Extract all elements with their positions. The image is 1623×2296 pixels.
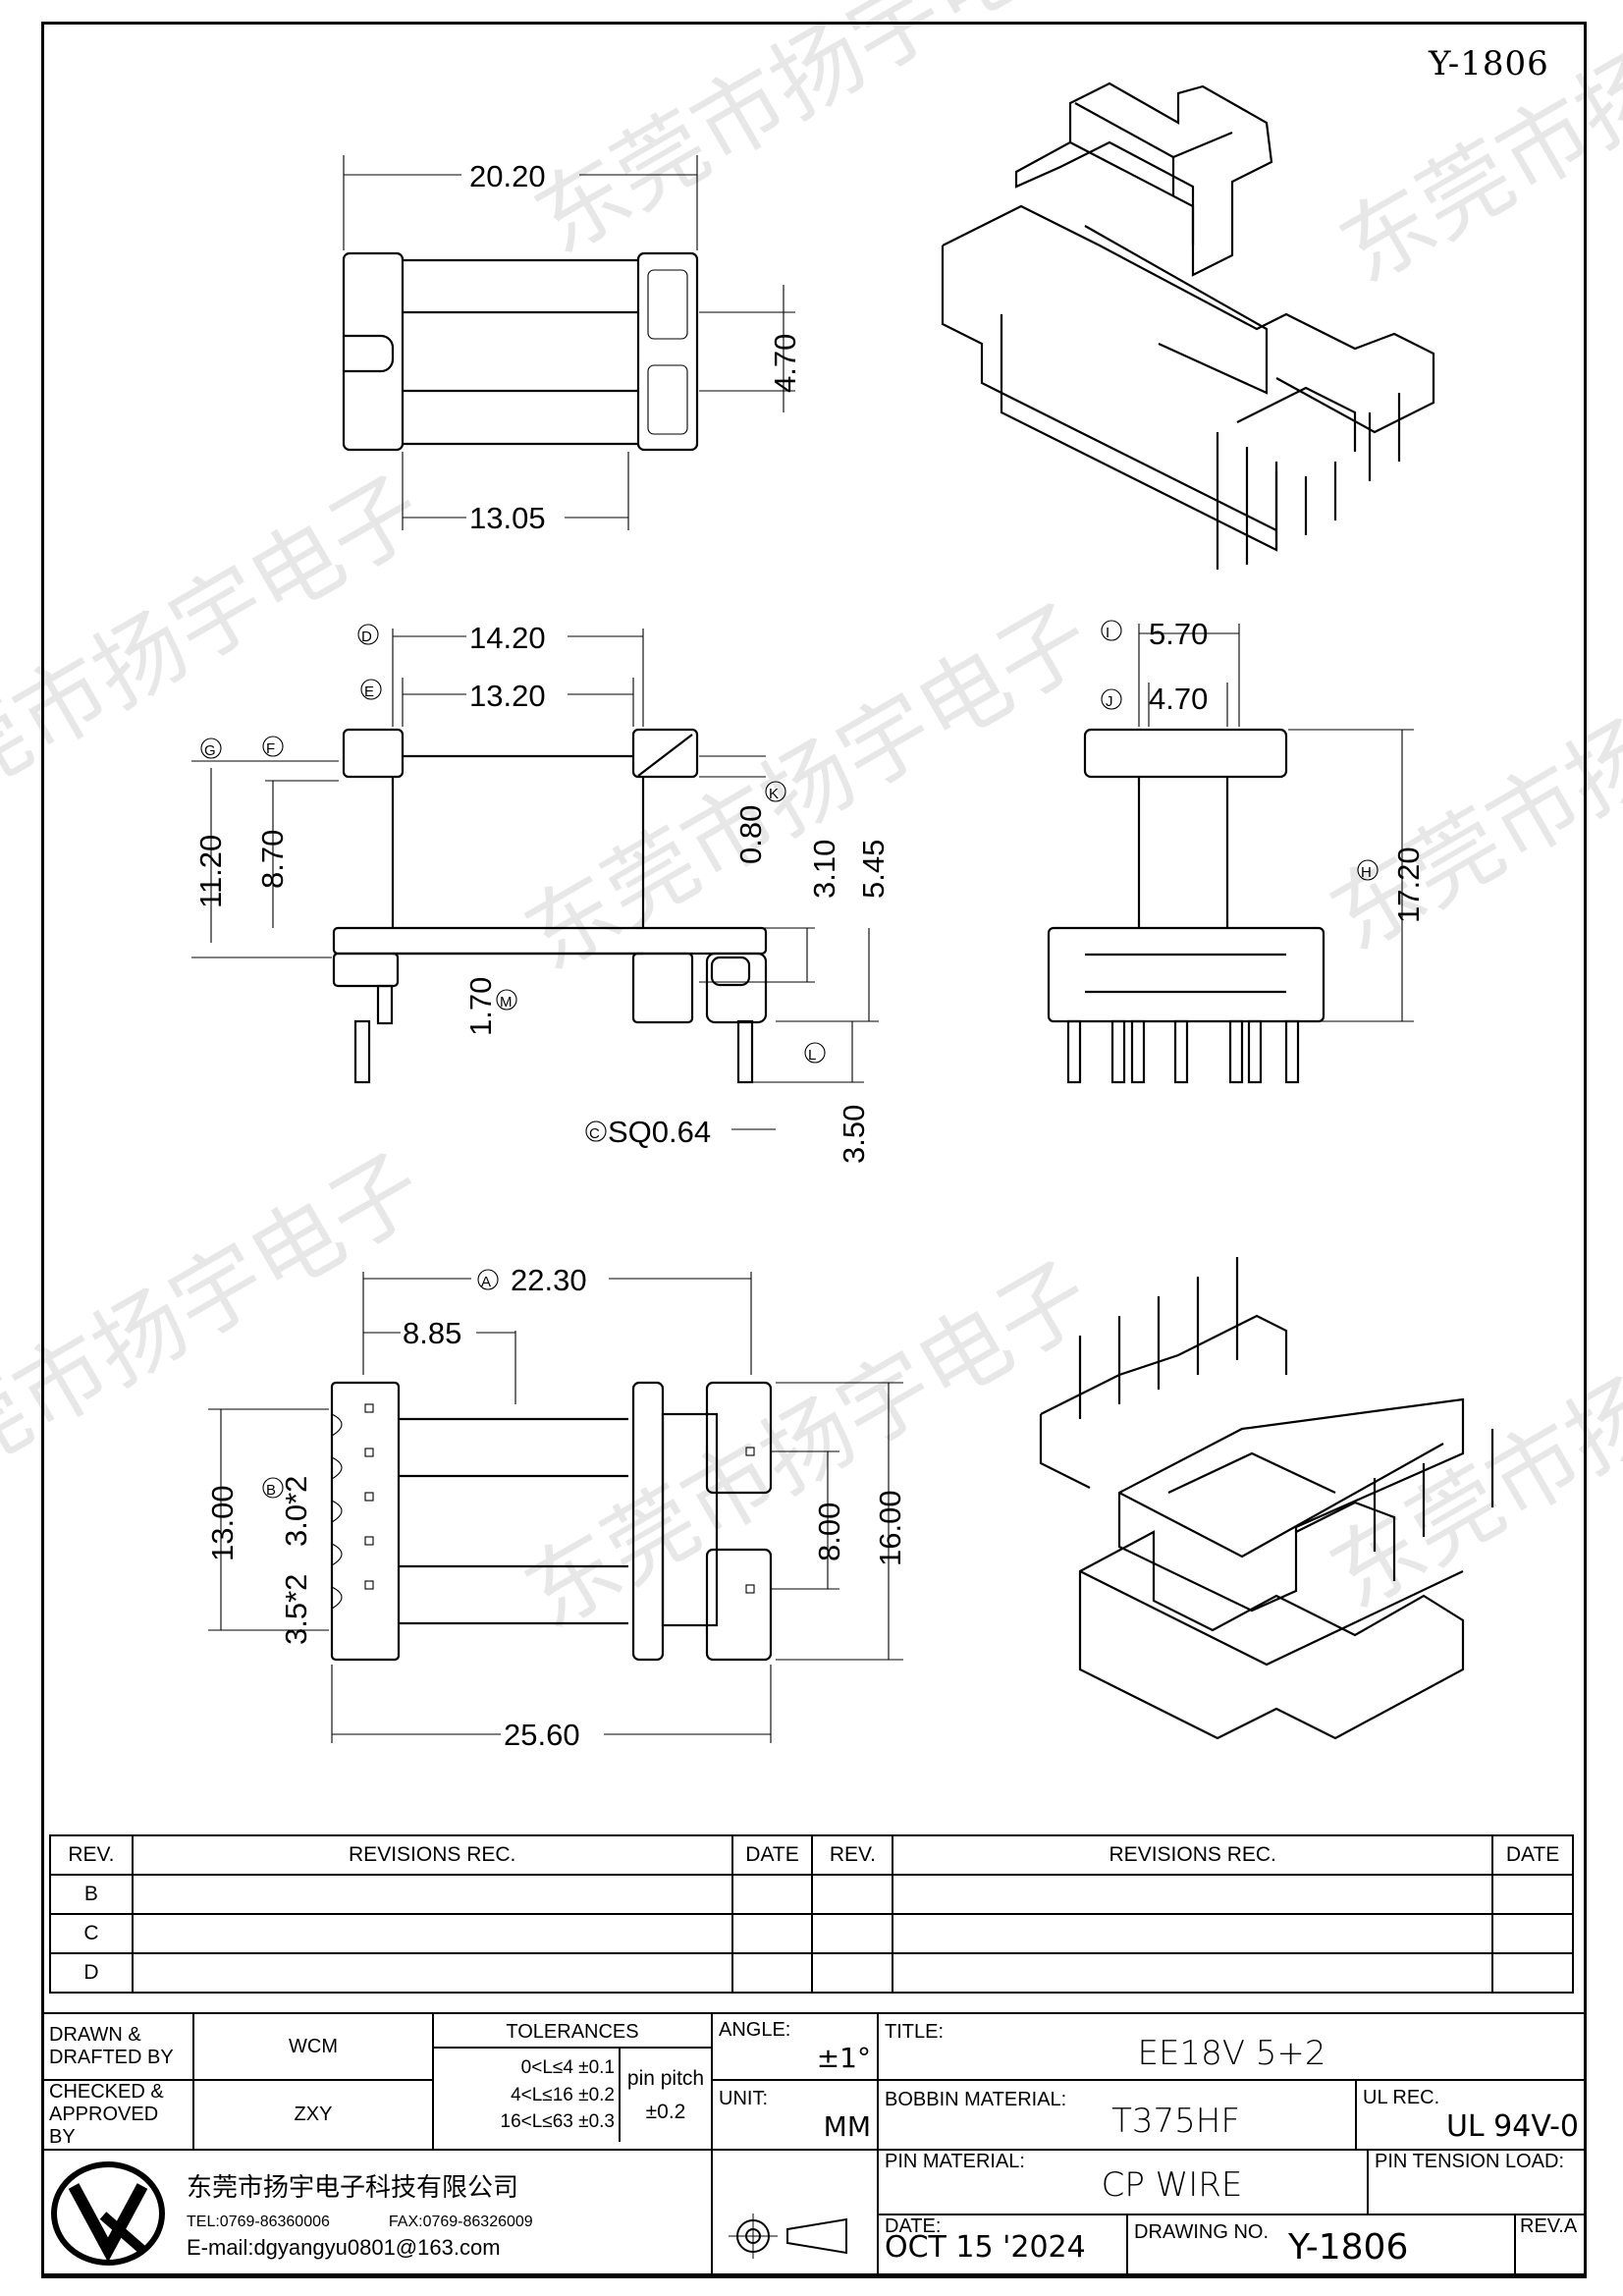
projection-symbol-icon [729,2214,847,2259]
dim-text: 13.05 [469,501,546,535]
dim-text: 14.20 [469,621,546,655]
watermark: 东莞市扬宇电子 [509,583,1109,991]
dim-text: 13.20 [469,679,546,713]
top-view: 20.20 4.70 13.05 [342,155,802,535]
title-cell: TITLE: EE18V 5+2 [877,2012,1587,2081]
angle-cell: ANGLE: ±1° [711,2012,879,2081]
dim-text: 8.70 [255,830,290,889]
unit-cell: UNIT: MM [711,2079,879,2151]
marker-i: I [1106,625,1109,641]
title-block: DRAWN & DRAFTED BY WCM TOLERANCES 0<L≤4 … [41,2012,1587,2278]
drawing-number-top: Y-1806 [1429,44,1549,83]
marker-a: A [481,1274,491,1290]
iso-view-top [941,82,1435,570]
dim-text: 1.70 [463,977,498,1036]
checked-label: CHECKED & APPROVED BY [41,2079,194,2151]
revisions-header: REVISIONS REC. [131,1834,733,1876]
dim-text: 17.20 [1391,847,1426,923]
rev-header: REV. [811,1834,894,1876]
revisions-table: REV. REVISIONS REC. DATE REV. REVISIONS … [49,1834,1574,1994]
drawn-label: DRAWN & DRAFTED BY [41,2012,194,2081]
marker-k: K [769,786,779,802]
company-name: 东莞市扬宇电子科技有限公司 [187,2172,519,2203]
marker-g: G [204,742,216,759]
marker-l: L [808,1047,816,1064]
dim-text: 8.00 [812,1503,846,1561]
watermark-layer: 东莞市扬宇电子 东莞市扬宇电子 东莞市扬宇电子 东莞市扬宇电子 东莞市扬宇电子 … [0,0,1623,1649]
drawing-canvas: 东莞市扬宇电子 东莞市扬宇电子 东莞市扬宇电子 东莞市扬宇电子 东莞市扬宇电子 … [0,0,1623,1752]
company-tel: TEL:0769-86360006 [187,2213,330,2230]
dim-text: 4.70 [1149,682,1208,716]
ul-rec-cell: UL REC. UL 94V-0 [1355,2079,1587,2151]
tolerances-cell: TOLERANCES 0<L≤4 ±0.1 4<L≤16 ±0.2 16<L≤6… [432,2012,713,2151]
dim-text: 22.30 [511,1263,587,1297]
dim-text: SQ0.64 [608,1115,711,1149]
front-view: 14.20 D 13.20 E 11.20 G 8.70 F 0.80 K 3.… [191,621,891,1164]
watermark: 东莞市扬宇电子 [1324,0,1623,303]
revisions-header: REVISIONS REC. [892,1834,1494,1876]
table-row: B [49,1874,1574,1915]
table-row: C [49,1913,1574,1954]
iso-view-bottom [1039,1257,1494,1740]
drawn-value: WCM [192,2012,434,2081]
date-header: DATE [1491,1834,1574,1876]
dim-text: 25.60 [504,1718,580,1752]
dim-text: 5.45 [856,840,891,899]
watermark: 东莞市扬宇电子 [0,1133,441,1541]
dim-text: 3.0*2 [279,1476,313,1547]
dim-text: 3.50 [837,1105,871,1164]
bobbin-material-cell: BOBBIN MATERIAL: T375HF [877,2079,1357,2151]
watermark: 东莞市扬宇电子 [509,1241,1109,1649]
watermark: 东莞市扬宇电子 [518,0,1118,274]
dim-text: 3.5*2 [279,1574,313,1645]
date-header: DATE [730,1834,814,1876]
dim-text: 0.80 [733,805,768,864]
marker-f: F [266,740,275,757]
bottom-view: 22.30 A 8.85 13.00 3.0*2 B 3.5*2 8.00 16… [205,1263,907,1752]
dim-text: 5.70 [1149,617,1208,651]
marker-b: B [266,1482,276,1499]
dim-text: 20.20 [469,159,546,193]
marker-m: M [500,994,513,1011]
rev-id: C [49,1913,134,1954]
marker-j: J [1106,693,1113,710]
marker-d: D [361,629,372,645]
dim-text: 4.70 [768,334,802,393]
company-fax: FAX:0769-86326009 [388,2213,533,2230]
material-date-cell: PIN MATERIAL: CP WIRE PIN TENSION LOAD: … [877,2149,1587,2278]
company-cell: 东莞市扬宇电子科技有限公司 TEL:0769-86360006 FAX:0769… [41,2149,713,2278]
projection-symbol-cell [711,2149,879,2278]
pin-marks [331,1403,374,1610]
company-logo [51,2161,165,2266]
marker-h: H [1361,864,1372,881]
marker-c: C [589,1125,600,1142]
checked-value: ZXY [192,2079,434,2151]
table-row: D [49,1952,1574,1994]
marker-e: E [364,683,374,700]
watermark: 东莞市扬宇电子 [0,456,441,863]
company-email: E-mail:dgyangyu0801@163.com [187,2234,501,2260]
dim-text: 8.85 [403,1316,461,1350]
side-view: 5.70 I 4.70 J 17.20 H [1047,617,1426,1084]
dim-text: 3.10 [807,840,841,899]
rev-id: B [49,1874,134,1915]
rev-id: D [49,1952,134,1994]
dim-text: 16.00 [873,1490,907,1566]
watermark: 东莞市扬宇电子 [1314,564,1623,971]
rev-header: REV. [49,1834,134,1876]
dim-text: 11.20 [193,835,228,908]
dim-text: 13.00 [205,1485,240,1561]
watermark: 东莞市扬宇电子 [1314,1222,1623,1629]
